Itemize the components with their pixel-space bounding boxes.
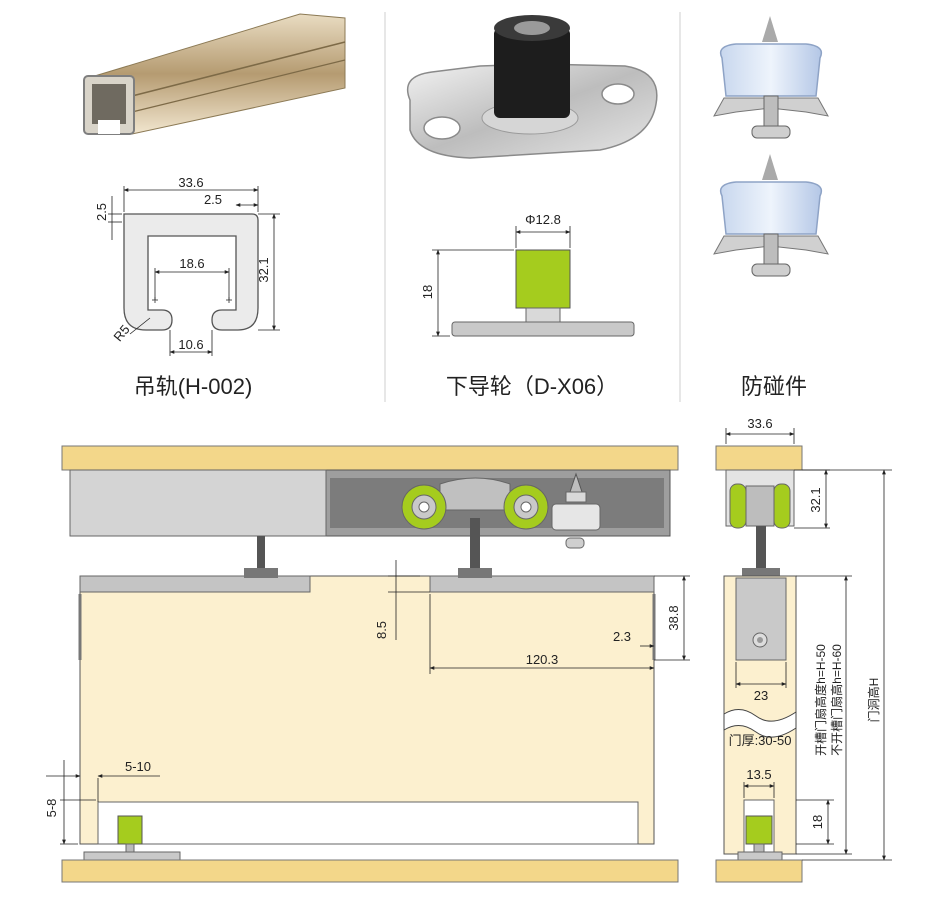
side-view <box>715 428 892 883</box>
front-gap-label: 2.3 <box>613 629 631 644</box>
side-groove-width-label: 13.5 <box>746 767 771 782</box>
guide-photo <box>406 15 658 159</box>
guide-diameter-label: Φ12.8 <box>525 212 561 227</box>
stopper-photo-bottom <box>713 154 829 277</box>
guide-height-label: 18 <box>420 285 435 299</box>
side-thickness-label: 门厚:30-50 <box>729 733 792 748</box>
rail-profile <box>108 186 280 356</box>
rail-lip-label: 2.5 <box>204 192 222 207</box>
side-note-plain: 不开槽门扇高h=H-60 <box>829 644 844 756</box>
side-note-grooved: 开槽门扇高度h=H-50 <box>813 644 828 756</box>
guide-caption: 下导轮（D-X06） <box>446 374 618 399</box>
stopper-photo-top <box>713 16 829 139</box>
front-depth-label: 38.8 <box>666 605 681 630</box>
side-groove-depth-label: 18 <box>810 815 825 829</box>
side-plate-width-label: 23 <box>754 688 768 703</box>
rail-height-label: 32.1 <box>256 257 271 282</box>
rail-top-label: 2.5 <box>94 203 109 221</box>
rail-photo <box>83 13 346 135</box>
rail-caption: 吊轨(H-002) <box>134 374 253 399</box>
stopper-caption: 防碰件 <box>741 374 807 399</box>
front-bottom-label: 5-8 <box>44 799 59 818</box>
front-side-label: 5-10 <box>125 759 151 774</box>
front-drop-label: 8.5 <box>374 621 389 639</box>
side-rail-width-label: 33.6 <box>747 416 772 431</box>
front-offset-label: 120.3 <box>526 652 559 667</box>
side-opening-label: 门洞高H <box>866 678 881 723</box>
rail-slot-label: 10.6 <box>178 337 203 352</box>
side-rail-height-label: 32.1 <box>808 487 823 512</box>
rail-inner-label: 18.6 <box>179 256 204 271</box>
guide-drawing <box>432 226 635 337</box>
rail-width-label: 33.6 <box>178 175 203 190</box>
front-view <box>46 445 690 883</box>
